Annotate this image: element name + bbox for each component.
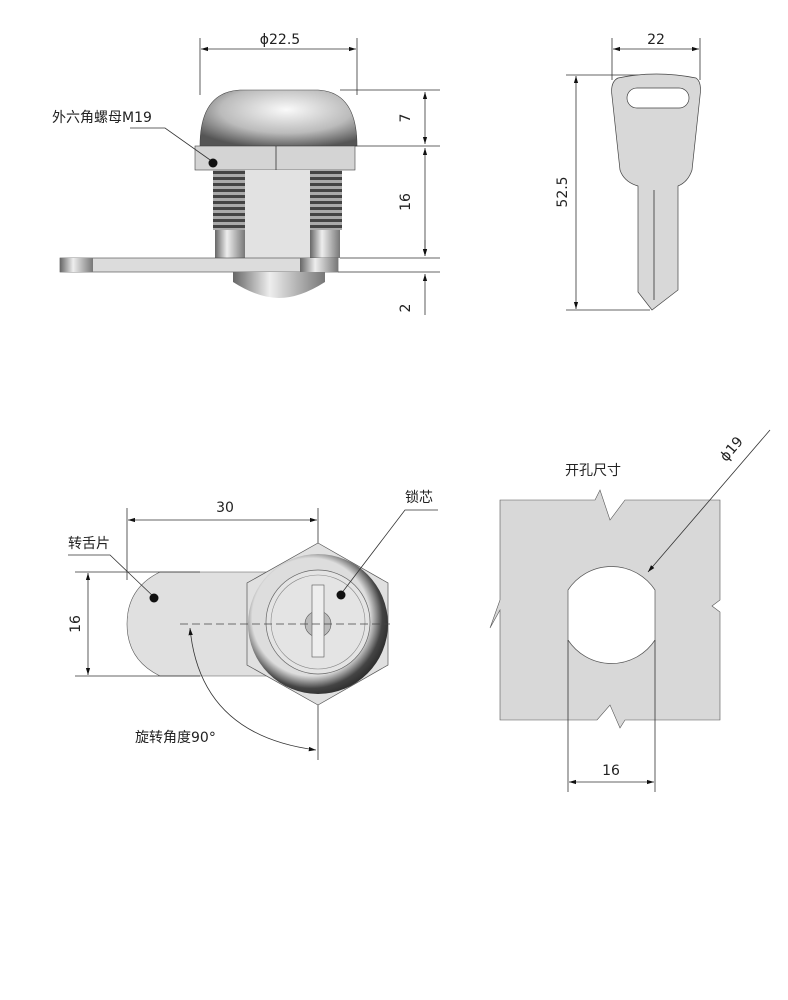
diameter-label: ϕ22.5 <box>260 32 300 48</box>
rotation-label: 旋转角度90° <box>135 730 216 746</box>
cam-plate <box>59 257 339 273</box>
flat-width-label: 16 <box>602 763 620 779</box>
core-label: 锁芯 <box>405 490 433 506</box>
front-view: 30 16 转舌片 锁芯 旋转角度90° <box>68 490 438 760</box>
height-body-label: 16 <box>398 193 414 211</box>
cam-label: 转舌片 <box>68 536 110 552</box>
length-label: 30 <box>216 500 234 516</box>
width-label: 16 <box>68 615 84 633</box>
key-hole <box>626 87 690 109</box>
key-slot <box>311 584 325 658</box>
rotation-arc <box>188 627 317 752</box>
key <box>611 73 701 311</box>
cap <box>199 89 358 147</box>
nut-label: 外六角螺母M19 <box>52 110 152 126</box>
height-cap-label: 7 <box>398 114 414 123</box>
bottom-cylinder <box>233 272 325 298</box>
hole <box>567 566 656 664</box>
key-width-label: 22 <box>647 32 665 48</box>
key-view: 22 52.5 <box>555 32 701 311</box>
leader-dot <box>208 158 218 168</box>
key-length-label: 52.5 <box>555 176 571 207</box>
height-bottom-label: 2 <box>398 304 414 313</box>
thread-left <box>213 170 245 230</box>
hole-diameter-label: ϕ19 <box>717 434 747 465</box>
side-view: ϕ22.5 7 16 2 外六角螺母M19 <box>52 32 440 315</box>
cutout-title: 开孔尺寸 <box>565 463 621 479</box>
cutout-view: 开孔尺寸 ϕ19 16 <box>489 429 771 792</box>
hex-nut <box>194 145 356 171</box>
thread-right <box>310 170 342 230</box>
